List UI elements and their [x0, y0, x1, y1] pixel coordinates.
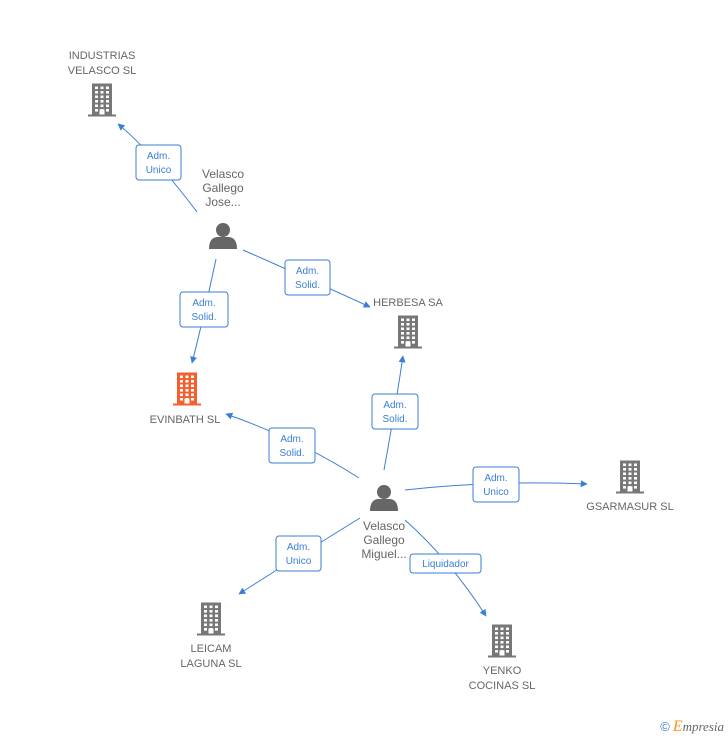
edge-label-text: Unico	[483, 487, 509, 498]
edge-label-box[interactable]	[472, 466, 520, 503]
node-miguel[interactable]: VelascoGallegoMiguel...	[361, 485, 407, 561]
edge-miguel-yenko: Liquidador	[404, 519, 487, 617]
node-label: INDUSTRIAS	[69, 50, 136, 62]
edge-jose-industrias: Adm. Unico	[117, 123, 198, 213]
edge-label-box[interactable]	[135, 144, 182, 181]
building-icon	[488, 624, 516, 658]
node-label: COCINAS SL	[469, 680, 536, 692]
edge-jose-herbesa: Adm. Solid.	[242, 249, 371, 308]
building-icon	[616, 460, 644, 494]
edge-miguel-herbesa: Adm. Solid.	[371, 355, 419, 471]
node-herbesa[interactable]: HERBESA SA	[373, 297, 444, 349]
node-evinbath[interactable]: EVINBATH SL	[150, 372, 221, 427]
edge-label-box[interactable]	[284, 259, 331, 296]
node-label: Gallego	[202, 181, 244, 195]
edge-label-box[interactable]	[179, 291, 229, 328]
brand-logo: Empresia	[672, 718, 724, 735]
node-label: YENKO	[483, 665, 522, 677]
building-icon	[394, 315, 422, 349]
edge-label-text: Solid.	[279, 448, 304, 459]
edge-jose-evinbath: Adm. Solid.	[179, 258, 229, 364]
building-icon	[197, 602, 225, 636]
edge-label-text: Solid.	[382, 414, 407, 425]
building-icon	[88, 83, 116, 117]
node-label: GSARMASUR SL	[586, 501, 673, 513]
edge-label-text: Adm.	[383, 400, 406, 411]
edges-layer: Adm.UnicoAdm.Solid.Adm.Solid.Adm.Solid.A…	[117, 123, 588, 617]
node-label: Velasco	[202, 167, 244, 181]
edge-label-box[interactable]	[409, 553, 482, 574]
edge-label-text: Liquidador	[422, 559, 469, 570]
building-icon	[173, 372, 201, 406]
edge-label-text: Adm.	[192, 298, 215, 309]
person-icon	[209, 223, 237, 249]
node-label: Gallego	[363, 533, 405, 547]
node-yenko[interactable]: YENKO COCINAS SL	[469, 624, 536, 693]
node-label: Jose...	[205, 195, 240, 209]
edge-label-text: Adm.	[287, 542, 310, 553]
node-label: Velasco	[363, 519, 405, 533]
person-icon	[370, 485, 398, 511]
node-leicam[interactable]: LEICAM LAGUNA SL	[180, 602, 242, 671]
edge-label-text: Adm.	[280, 434, 303, 445]
edge-label-text: Adm.	[296, 266, 319, 277]
edge-label-text: Unico	[146, 165, 172, 176]
node-gsarmasur[interactable]: GSARMASUR SL	[586, 460, 674, 514]
node-label: Miguel...	[361, 547, 406, 561]
edge-label-text: Adm.	[484, 473, 507, 484]
node-label: EVINBATH SL	[150, 414, 221, 426]
node-label: LAGUNA SL	[180, 658, 241, 670]
edge-label-box[interactable]	[275, 535, 322, 572]
edge-label-text: Solid.	[191, 312, 216, 323]
edge-label-box[interactable]	[371, 393, 419, 430]
edge-label-text: Unico	[286, 556, 312, 567]
node-label: VELASCO SL	[68, 65, 136, 77]
node-label: LEICAM	[191, 643, 232, 655]
edge-label-text: Solid.	[295, 280, 320, 291]
node-industrias[interactable]: INDUSTRIAS VELASCO SL	[68, 50, 136, 117]
copyright-symbol: ©	[660, 719, 670, 734]
node-label: HERBESA SA	[373, 297, 443, 309]
edge-label-text: Adm.	[147, 151, 170, 162]
node-jose[interactable]: VelascoGallegoJose...	[202, 167, 244, 249]
edge-miguel-leicam: Adm. Unico	[238, 517, 361, 595]
edge-miguel-evinbath: Adm. Solid.	[225, 412, 360, 479]
footer-brand: ©Empresia	[660, 718, 724, 736]
edge-miguel-gsarmasur: Adm. Unico	[404, 466, 588, 503]
edge-label-box[interactable]	[268, 427, 316, 464]
